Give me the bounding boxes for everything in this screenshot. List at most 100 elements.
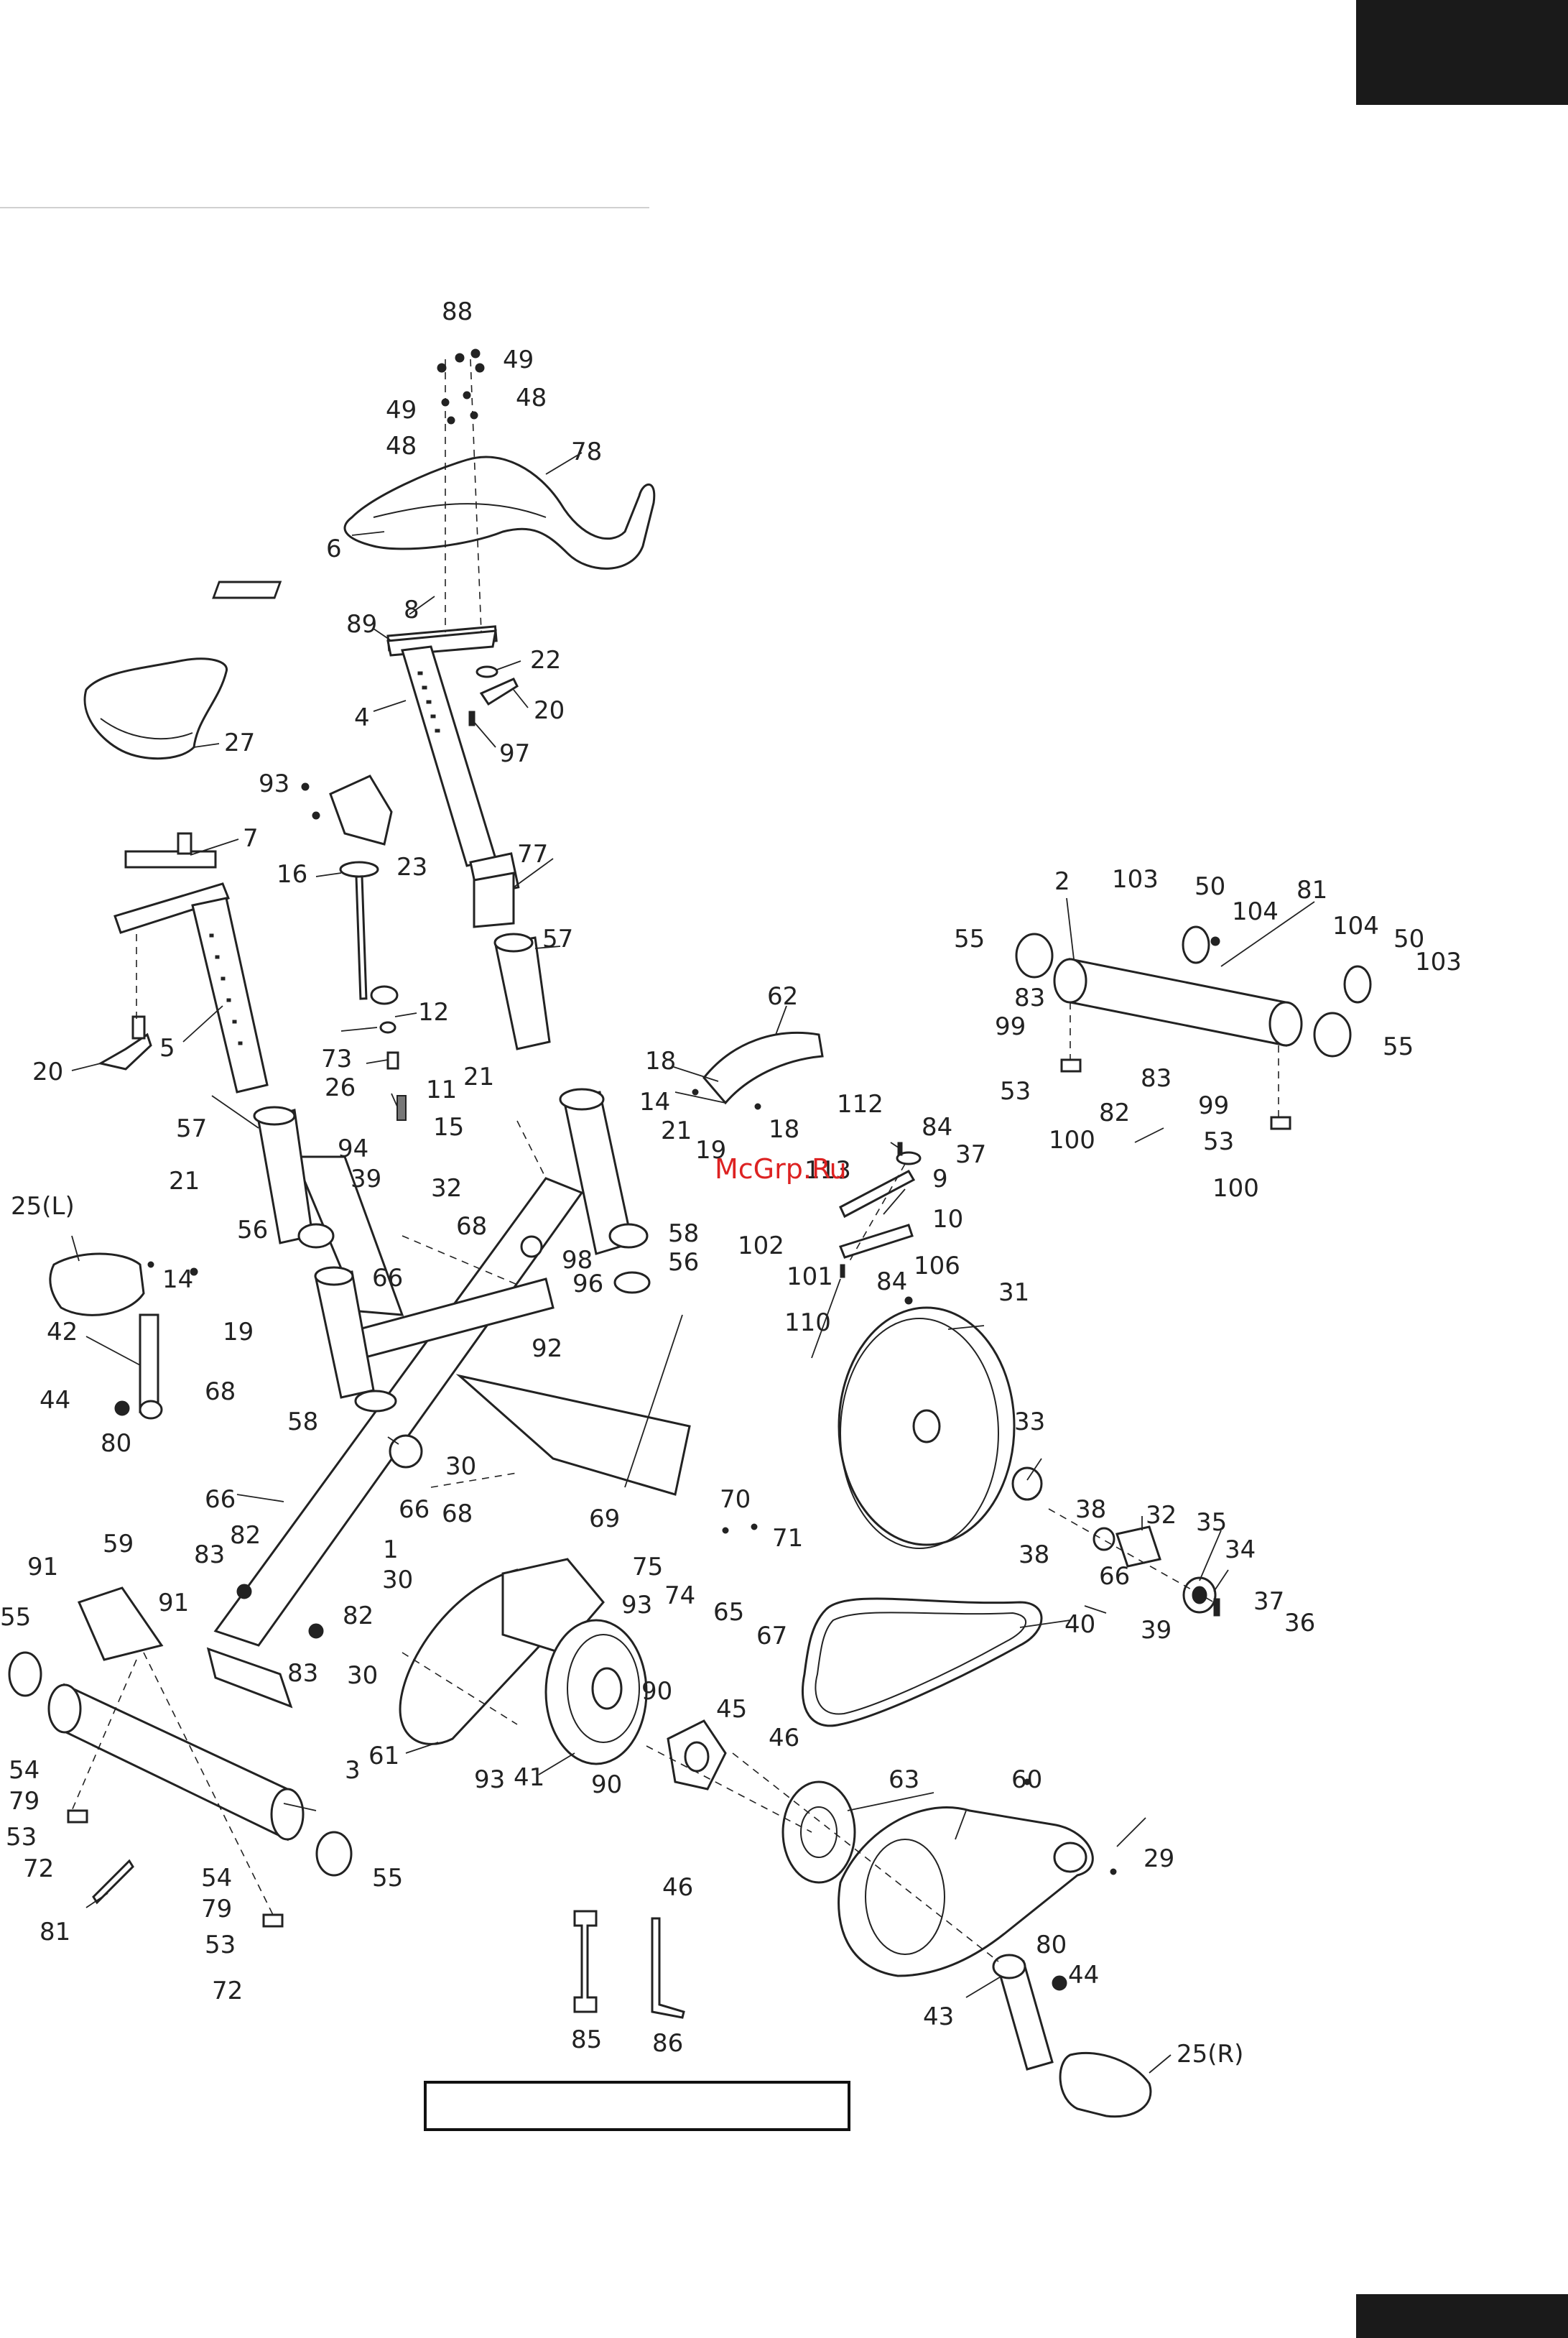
part-label: 35 xyxy=(1196,1508,1227,1537)
part-label: 37 xyxy=(1253,1587,1284,1616)
front-stabilizer xyxy=(8,1586,353,1928)
part-label: 97 xyxy=(499,739,530,768)
part-label: 57 xyxy=(176,1114,207,1143)
part-label: 82 xyxy=(230,1521,261,1550)
part-label: 92 xyxy=(532,1334,562,1363)
part-label: 49 xyxy=(503,346,534,374)
part-label: 81 xyxy=(40,1918,70,1946)
part-label: 20 xyxy=(32,1058,63,1086)
watermark-text: McGrp.Ru xyxy=(715,1153,847,1185)
handlebar-assembly xyxy=(212,456,656,657)
part-label: 100 xyxy=(1212,1174,1259,1203)
part-label: 48 xyxy=(386,432,417,461)
part-label: 58 xyxy=(287,1408,318,1436)
part-label: 83 xyxy=(287,1659,318,1688)
part-label: 39 xyxy=(1141,1616,1172,1645)
part-label: 32 xyxy=(1146,1501,1177,1530)
part-label: 26 xyxy=(325,1073,356,1102)
part-label: 82 xyxy=(1099,1099,1130,1127)
part-label: 21 xyxy=(169,1167,200,1196)
part-label: 56 xyxy=(668,1248,699,1277)
part-label: 42 xyxy=(47,1318,78,1346)
part-label: 82 xyxy=(343,1602,374,1630)
part-label: 80 xyxy=(101,1429,131,1458)
part-label: 34 xyxy=(1225,1535,1256,1564)
leader-lines xyxy=(71,452,1315,2074)
part-label: 103 xyxy=(1415,948,1462,976)
part-label: 16 xyxy=(277,860,307,889)
part-label: 21 xyxy=(463,1063,494,1091)
part-label: 59 xyxy=(103,1530,134,1558)
part-label: 11 xyxy=(426,1076,457,1104)
part-label: 66 xyxy=(372,1264,403,1293)
part-label: 93 xyxy=(621,1591,652,1619)
part-label: 37 xyxy=(955,1140,986,1169)
part-label: 54 xyxy=(9,1756,40,1785)
part-label: 94 xyxy=(338,1135,368,1163)
part-label: 83 xyxy=(1014,984,1045,1012)
part-label: 71 xyxy=(772,1524,803,1553)
part-label: 90 xyxy=(641,1677,672,1706)
part-label: 19 xyxy=(223,1318,254,1346)
part-label: 9 xyxy=(932,1165,948,1193)
part-label: 63 xyxy=(889,1765,919,1794)
part-label: 58 xyxy=(668,1219,699,1248)
resistance-rod xyxy=(329,775,407,1121)
part-label: 10 xyxy=(932,1205,963,1234)
part-label: 40 xyxy=(1064,1610,1095,1639)
part-label: 66 xyxy=(205,1485,236,1514)
part-label: 81 xyxy=(1296,876,1327,905)
part-label: 48 xyxy=(516,384,547,412)
crank-hub xyxy=(667,1719,727,1791)
part-label: 43 xyxy=(923,2002,954,2031)
part-label: 41 xyxy=(514,1763,544,1792)
part-label: 46 xyxy=(769,1724,799,1752)
part-label: 86 xyxy=(652,2029,683,2058)
flywheel xyxy=(838,1306,1016,1549)
part-label: 33 xyxy=(1014,1408,1045,1436)
part-label: 55 xyxy=(1383,1032,1414,1061)
part-label: 7 xyxy=(243,824,259,853)
part-label: 32 xyxy=(431,1174,462,1203)
part-label: 104 xyxy=(1232,897,1279,926)
part-label: 65 xyxy=(713,1598,744,1627)
part-label: 31 xyxy=(998,1278,1029,1307)
part-label: 38 xyxy=(1075,1495,1106,1524)
part-label: 5 xyxy=(159,1034,175,1063)
left-crank-pedal xyxy=(49,1252,163,1420)
part-label: 79 xyxy=(9,1787,40,1816)
drive-belt xyxy=(801,1597,1043,1727)
corner-tab-bottom xyxy=(1356,2294,1568,2338)
part-label: 29 xyxy=(1143,1844,1174,1873)
handlebar-sleeve xyxy=(473,872,651,1294)
part-label: 1 xyxy=(383,1535,399,1564)
part-label: 46 xyxy=(662,1873,693,1902)
hardware xyxy=(114,348,1220,1991)
caption-box xyxy=(424,2081,850,2131)
part-label: 100 xyxy=(1049,1126,1095,1155)
part-label: 25(R) xyxy=(1177,2040,1243,2069)
part-label: 14 xyxy=(162,1265,193,1294)
part-numbers: 88 49 49 48 48 78 6 8 89 22 20 4 97 27 9… xyxy=(0,297,1462,2069)
part-label: 84 xyxy=(876,1267,907,1296)
part-label: 101 xyxy=(787,1262,833,1291)
part-label: 20 xyxy=(534,696,565,725)
part-label: 80 xyxy=(1036,1931,1067,1959)
part-label: 55 xyxy=(0,1603,31,1632)
part-label: 113 xyxy=(804,1156,851,1185)
part-label: 60 xyxy=(1011,1765,1042,1794)
corner-tab-top xyxy=(1356,0,1568,105)
rear-stabilizer xyxy=(1015,925,1372,1130)
part-label: 53 xyxy=(1000,1077,1031,1106)
part-label: 91 xyxy=(158,1589,189,1617)
part-label: 85 xyxy=(571,2025,602,2054)
part-label: 53 xyxy=(1203,1127,1234,1156)
part-label: 6 xyxy=(326,535,342,563)
part-label: 78 xyxy=(571,438,602,466)
outer-guard xyxy=(781,1780,1094,1977)
part-label: 39 xyxy=(351,1165,381,1193)
part-label: 90 xyxy=(591,1770,622,1799)
part-label: 27 xyxy=(224,729,255,757)
seat-sleeve xyxy=(253,1106,397,1413)
